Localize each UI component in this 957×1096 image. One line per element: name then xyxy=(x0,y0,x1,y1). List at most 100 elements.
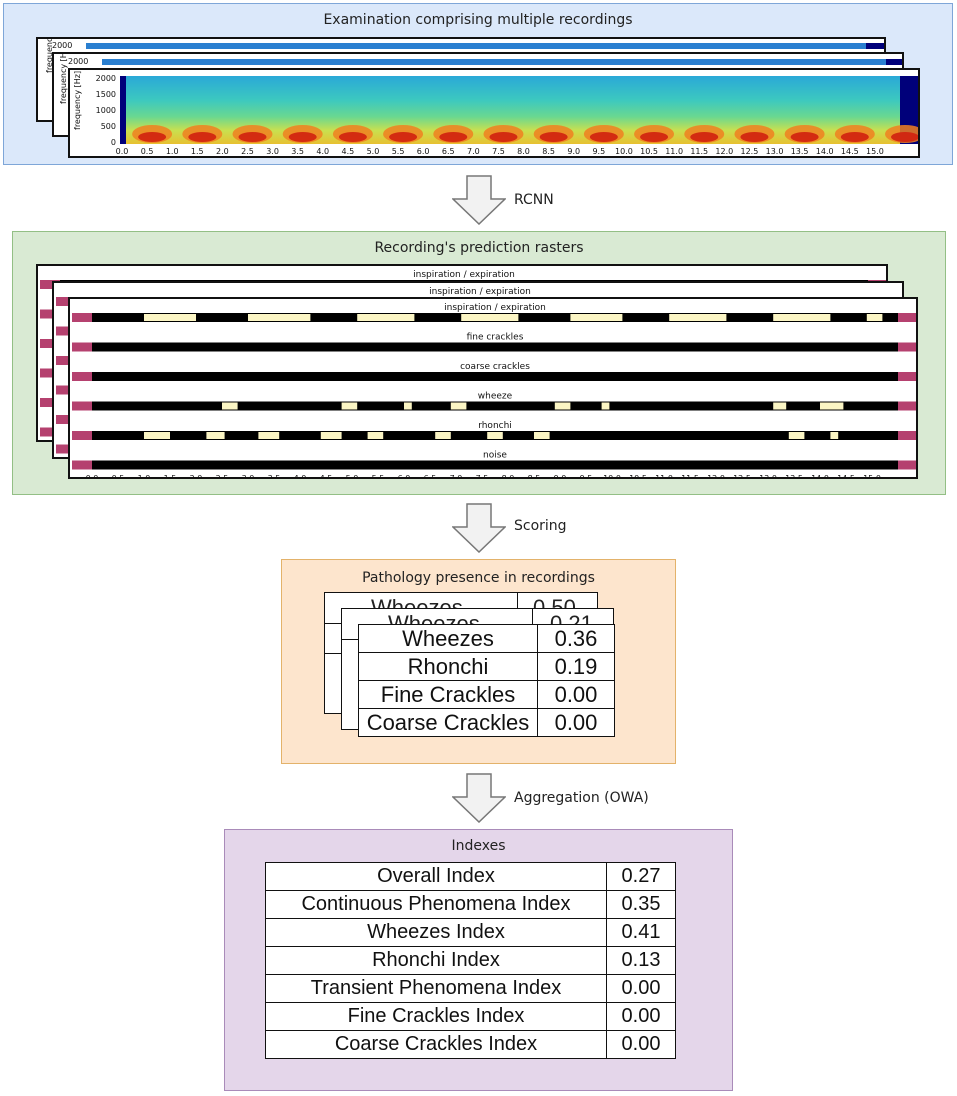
raster-xtick-label: 14.0 xyxy=(811,474,829,479)
raster-edge-mark xyxy=(40,280,60,289)
raster-xtick-label: 9.5 xyxy=(580,474,593,479)
raster-active-segment xyxy=(866,314,883,321)
raster-edge-mark xyxy=(898,342,916,352)
spectrogram-energy-core xyxy=(439,132,468,142)
spectrogram-back-1-svg: frequency [Hz] 2000 xyxy=(59,54,902,104)
pathology-name-cell: Rhonchi xyxy=(358,652,538,681)
raster-xtick-label: 2.5 xyxy=(216,474,229,479)
spectrogram-energy-core xyxy=(338,132,367,142)
raster-edge-mark xyxy=(56,297,76,306)
indexes-value-cell: 0.41 xyxy=(606,918,676,947)
spectrogram-energy-core xyxy=(840,132,869,142)
indexes-title: Indexes xyxy=(451,838,506,854)
raster-row-label: coarse crackles xyxy=(460,362,530,372)
raster-active-segment xyxy=(357,314,415,321)
raster-xtick-label: 2.0 xyxy=(190,474,203,479)
raster-row-label: noise xyxy=(483,451,507,461)
raster-active-segment xyxy=(206,432,225,439)
spectrogram-xtick-label: 11.0 xyxy=(665,147,683,156)
raster-active-segment xyxy=(773,402,787,410)
spectrogram-xtick-label: 9.5 xyxy=(592,147,605,156)
indexes-value-cell: 0.27 xyxy=(606,862,676,891)
raster-edge-mark xyxy=(72,401,92,411)
raster-edge-mark xyxy=(72,313,92,322)
raster-xtick-label: 1.5 xyxy=(164,474,177,479)
raster-xtick-label: 13.0 xyxy=(759,474,777,479)
raster-xtick-label: 6.0 xyxy=(398,474,411,479)
raster-row-label: rhonchi xyxy=(478,421,512,431)
raster-xtick-label: 1.0 xyxy=(138,474,151,479)
raster-edge-mark xyxy=(56,444,76,454)
spectrogram-back-2-svg: frequency [Hz] 2000 xyxy=(45,39,884,73)
spectrogram-xtick-label: 6.0 xyxy=(417,147,430,156)
raster-row-label: inspiration / expiration xyxy=(413,270,515,280)
indexes-value-cell: 0.00 xyxy=(606,1030,676,1059)
raster-xtick-label: 0.0 xyxy=(86,474,99,479)
spectrogram-xtick-label: 10.0 xyxy=(615,147,633,156)
spectrogram-back-ytick: 2000 xyxy=(52,41,72,50)
spectrogram-energy-core xyxy=(188,132,217,142)
raster-xtick-label: 10.5 xyxy=(629,474,647,479)
raster-edge-mark xyxy=(898,431,916,440)
raster-edge-mark xyxy=(56,385,76,395)
pathology-value-cell: 0.19 xyxy=(537,652,615,681)
scoring-arrow-icon xyxy=(452,503,506,553)
raster-row-bar xyxy=(92,460,898,470)
spectrogram-xtick-label: 0.5 xyxy=(141,147,154,156)
spectrogram-energy-core xyxy=(690,132,719,142)
spectrogram-xtick-label: 4.0 xyxy=(316,147,329,156)
spectrogram-xtick-label: 7.5 xyxy=(492,147,505,156)
raster-xtick-label: 15.0 xyxy=(863,474,881,479)
spectrogram-xtick-label: 12.0 xyxy=(715,147,733,156)
spectrogram-xtick-label: 8.0 xyxy=(517,147,530,156)
spectrogram-xtick-label: 11.5 xyxy=(690,147,708,156)
indexes-name-cell: Coarse Crackles Index xyxy=(265,1030,607,1059)
spectrogram-xtick-label: 1.5 xyxy=(191,147,204,156)
raster-xtick-label: 8.0 xyxy=(502,474,515,479)
raster-active-segment xyxy=(144,314,196,321)
spectrogram-xtick-label: 2.5 xyxy=(241,147,254,156)
raster-row-label: inspiration / expiration xyxy=(429,287,531,297)
pathology-value-cell: 0.36 xyxy=(537,624,615,653)
spectrogram-back1-ylabel: frequency [Hz] xyxy=(59,54,68,104)
raster-edge-mark xyxy=(56,326,76,336)
indexes-value-cell: 0.00 xyxy=(606,974,676,1003)
aggregation-label: Aggregation (OWA) xyxy=(514,790,649,806)
raster-active-segment xyxy=(450,402,467,410)
spectrogram-xtick-label: 15.0 xyxy=(866,147,884,156)
raster-edge-mark xyxy=(40,339,60,348)
pathology-value-cell: 0.00 xyxy=(537,708,615,737)
spectrogram-xtick-label: 0.0 xyxy=(116,147,129,156)
spectrogram-ytick-label: 1500 xyxy=(96,90,116,99)
indexes-value-cell: 0.35 xyxy=(606,890,676,919)
raster-xtick-label: 5.5 xyxy=(372,474,385,479)
raster-active-segment xyxy=(341,402,358,410)
spectrogram-xtick-label: 4.5 xyxy=(342,147,355,156)
raster-active-segment xyxy=(554,402,571,410)
raster-xtick-label: 5.0 xyxy=(346,474,359,479)
spectrogram-xtick-label: 14.5 xyxy=(841,147,859,156)
raster-edge-mark xyxy=(56,415,76,424)
raster-xtick-label: 0.5 xyxy=(112,474,125,479)
spectrogram-ytick-label: 1000 xyxy=(96,106,116,115)
raster-active-segment xyxy=(404,402,412,410)
spectrogram-energy-core xyxy=(589,132,618,142)
spectrogram-ytick-label: 500 xyxy=(101,122,116,131)
raster-xtick-label: 12.5 xyxy=(733,474,751,479)
raster-row-label: inspiration / expiration xyxy=(444,303,546,313)
raster-edge-mark xyxy=(898,313,916,322)
spectrogram-xtick-label: 5.0 xyxy=(367,147,380,156)
spectrogram-energy-core xyxy=(288,132,317,142)
